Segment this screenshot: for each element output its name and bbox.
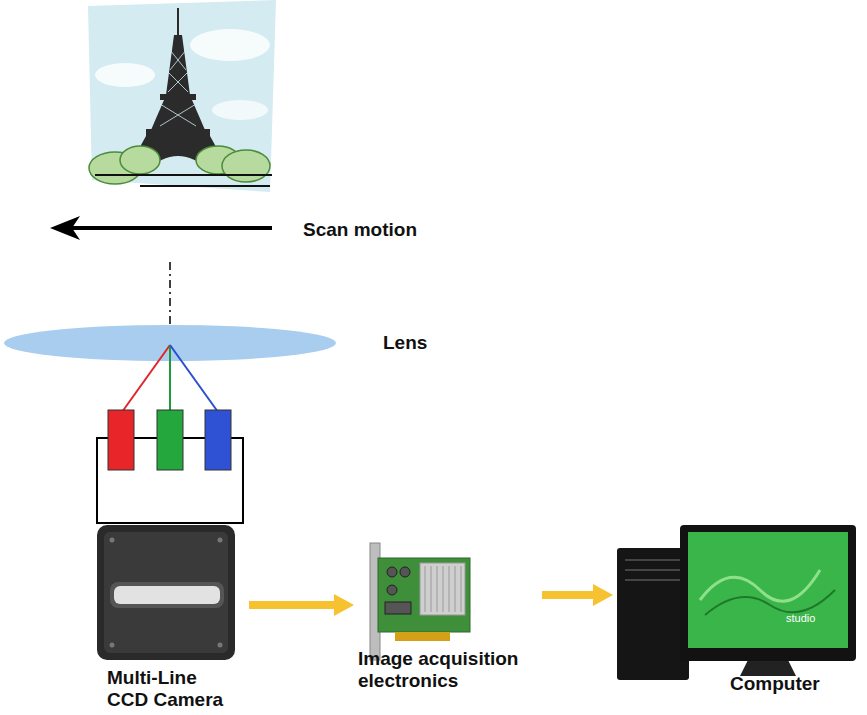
- camera-slot-rim: [110, 582, 224, 608]
- cloud: [212, 100, 268, 120]
- green-sensor-line: [157, 410, 183, 470]
- screen-swirl: [705, 590, 835, 615]
- tower-middle: [151, 100, 205, 130]
- screen-text: studio: [786, 611, 815, 625]
- camera-screws: [110, 538, 223, 648]
- card-components: [385, 567, 411, 614]
- node-label: Image acquisition electronics: [358, 648, 536, 692]
- node-label: Computer: [730, 673, 855, 695]
- scan-arrow: [70, 226, 272, 230]
- card-contacts: [395, 632, 450, 641]
- cloud: [190, 29, 270, 61]
- scan-motion-label: Scan motion: [303, 219, 417, 241]
- tower-lattice: [160, 50, 196, 126]
- pc-drives: [625, 560, 681, 580]
- ground-line: [140, 185, 270, 187]
- cloud: [95, 63, 155, 87]
- node-label: Multi-Line CCD Camera: [107, 667, 242, 711]
- camera-body: [97, 525, 235, 660]
- lens-label: Lens: [383, 332, 427, 354]
- tower-top: [166, 35, 190, 95]
- sky: [88, 0, 276, 192]
- data-flow-arrow: [249, 594, 354, 616]
- monitor-screen: [688, 532, 848, 648]
- red-ray: [122, 345, 170, 412]
- tower-platform: [160, 94, 196, 100]
- blue-ray: [170, 345, 218, 412]
- tower-spire: [177, 8, 179, 35]
- screen-swirl: [700, 570, 820, 601]
- scan-arrowhead: [50, 216, 80, 240]
- ground-line: [95, 174, 272, 176]
- computer-node: Computer: [617, 525, 857, 695]
- acquisition-card-node: Image acquisition electronics: [358, 540, 538, 692]
- camera-node: Multi-Line CCD Camera: [95, 525, 245, 711]
- data-flow-arrow: [542, 584, 613, 606]
- pc-tower: [617, 548, 689, 680]
- green-ray: [169, 345, 171, 412]
- monitor-frame: [680, 525, 856, 661]
- camera-face: [104, 532, 228, 653]
- camera-slot: [114, 586, 220, 604]
- card-heatsink: [420, 563, 465, 615]
- heatsink-fins: [425, 566, 461, 612]
- blue-sensor-line: [205, 410, 231, 470]
- card-pcb: [378, 558, 470, 632]
- green-clouds: [89, 146, 270, 184]
- tower-platform: [146, 129, 210, 136]
- red-sensor-line: [108, 410, 134, 470]
